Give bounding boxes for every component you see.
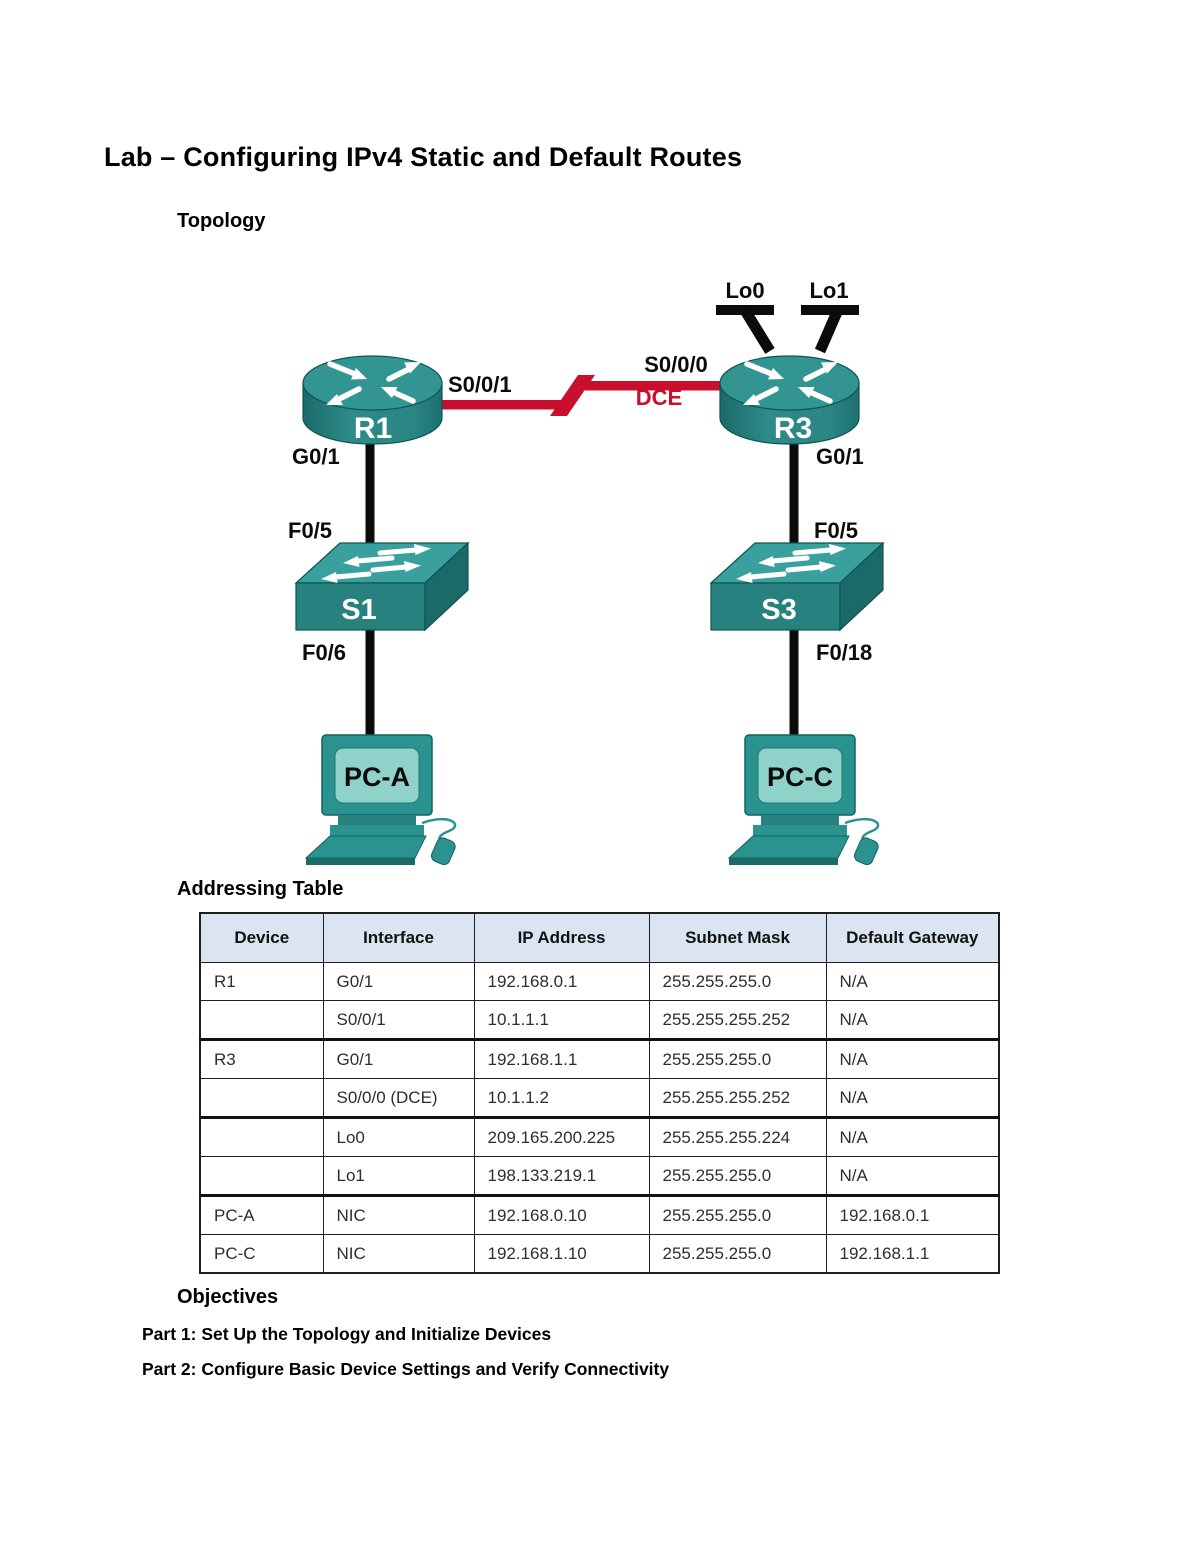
- cell-device: [199, 1078, 324, 1118]
- cell-interface: S0/0/0 (DCE): [322, 1078, 475, 1118]
- switch-icon-s3: S3: [709, 541, 885, 632]
- cell-mask: 255.255.255.0: [648, 1156, 827, 1196]
- label-dce: DCE: [636, 385, 682, 410]
- addressing-table: Device Interface IP Address Subnet Mask …: [199, 912, 1000, 1274]
- table-row: Lo1 198.133.219.1 255.255.255.0 N/A: [199, 1156, 1000, 1196]
- cell-gateway: N/A: [825, 1038, 1000, 1079]
- cell-mask: 255.255.255.252: [648, 1078, 827, 1118]
- cell-gateway: 192.168.0.1: [825, 1194, 1000, 1235]
- cell-gateway: N/A: [825, 1116, 1000, 1157]
- label-g01-right: G0/1: [816, 444, 864, 469]
- router-icon-r3: R3: [719, 355, 860, 445]
- cell-mask: 255.255.255.0: [648, 962, 827, 1001]
- label-lo0: Lo0: [725, 278, 764, 303]
- col-header-mask: Subnet Mask: [648, 912, 827, 963]
- cell-gateway: N/A: [825, 1078, 1000, 1118]
- cell-interface: G0/1: [322, 962, 475, 1001]
- heading-objectives: Objectives: [177, 1286, 279, 1308]
- cell-device: [199, 1000, 324, 1040]
- cell-mask: 255.255.255.0: [648, 1194, 827, 1235]
- label-f018: F0/18: [816, 640, 872, 665]
- cell-device: PC-A: [199, 1194, 324, 1235]
- label-serial-r1: S0/0/1: [448, 372, 512, 397]
- col-header-ip: IP Address: [473, 912, 650, 963]
- cell-ip: 10.1.1.1: [473, 1000, 650, 1040]
- objective-part-1: Part 1: Set Up the Topology and Initiali…: [142, 1324, 552, 1344]
- pc-icon-pca: PC-A: [304, 734, 457, 866]
- label-f06: F0/6: [302, 640, 346, 665]
- label-g01-left: G0/1: [292, 444, 340, 469]
- table-row: S0/0/0 (DCE) 10.1.1.2 255.255.255.252 N/…: [199, 1078, 1000, 1118]
- cell-mask: 255.255.255.0: [648, 1038, 827, 1079]
- cell-ip: 10.1.1.2: [473, 1078, 650, 1118]
- cell-device: PC-C: [199, 1234, 324, 1274]
- cell-gateway: 192.168.1.1: [825, 1234, 1000, 1274]
- topology-diagram: R1 R3 S1: [288, 278, 885, 866]
- cell-gateway: N/A: [825, 1000, 1000, 1040]
- router-icon-r1: R1: [302, 355, 443, 445]
- cell-ip: 192.168.0.10: [473, 1194, 650, 1235]
- cell-ip: 192.168.1.1: [473, 1038, 650, 1079]
- cell-mask: 255.255.255.224: [648, 1116, 827, 1157]
- cell-gateway: N/A: [825, 1156, 1000, 1196]
- page-title: Lab – Configuring IPv4 Static and Defaul…: [104, 142, 743, 172]
- label-f05-right: F0/5: [814, 518, 858, 543]
- cell-interface: Lo1: [322, 1156, 475, 1196]
- router-label-r3: R3: [774, 412, 812, 445]
- cell-ip: 192.168.0.1: [473, 962, 650, 1001]
- cell-interface: G0/1: [322, 1038, 475, 1079]
- label-serial-r3: S0/0/0: [644, 352, 708, 377]
- cell-device: [199, 1116, 324, 1157]
- table-row: R3 G0/1 192.168.1.1 255.255.255.0 N/A: [199, 1038, 1000, 1079]
- cell-mask: 255.255.255.252: [648, 1000, 827, 1040]
- table-row: Lo0 209.165.200.225 255.255.255.224 N/A: [199, 1116, 1000, 1157]
- table-row: R1 G0/1 192.168.0.1 255.255.255.0 N/A: [199, 962, 1000, 1001]
- cell-mask: 255.255.255.0: [648, 1234, 827, 1274]
- col-header-gateway: Default Gateway: [825, 912, 1000, 963]
- cell-interface: S0/0/1: [322, 1000, 475, 1040]
- pc-label-pca: PC-A: [344, 762, 410, 792]
- cell-device: R3: [199, 1038, 324, 1079]
- pc-icon-pcc: PC-C: [727, 734, 880, 866]
- cell-interface: NIC: [322, 1234, 475, 1274]
- heading-addressing-table: Addressing Table: [177, 878, 344, 900]
- router-label-r1: R1: [354, 412, 392, 445]
- label-lo1: Lo1: [809, 278, 848, 303]
- cell-ip: 209.165.200.225: [473, 1116, 650, 1157]
- cell-device: R1: [199, 962, 324, 1001]
- pc-label-pcc: PC-C: [767, 762, 833, 792]
- cell-interface: NIC: [322, 1194, 475, 1235]
- label-f05-left: F0/5: [288, 518, 332, 543]
- table-header-row: Device Interface IP Address Subnet Mask …: [199, 912, 1000, 963]
- switch-icon-s1: S1: [294, 541, 470, 632]
- loopback1-connector: [801, 305, 859, 354]
- loopback0-connector: [716, 305, 775, 354]
- cell-interface: Lo0: [322, 1116, 475, 1157]
- switch-label-s1: S1: [341, 594, 376, 626]
- col-header-device: Device: [199, 912, 324, 963]
- table-row: S0/0/1 10.1.1.1 255.255.255.252 N/A: [199, 1000, 1000, 1040]
- table-row: PC-C NIC 192.168.1.10 255.255.255.0 192.…: [199, 1234, 1000, 1274]
- cell-gateway: N/A: [825, 962, 1000, 1001]
- cell-device: [199, 1156, 324, 1196]
- cell-ip: 198.133.219.1: [473, 1156, 650, 1196]
- col-header-interface: Interface: [322, 912, 475, 963]
- objective-part-2: Part 2: Configure Basic Device Settings …: [142, 1359, 670, 1379]
- cell-ip: 192.168.1.10: [473, 1234, 650, 1274]
- serial-cable-r1-r3: [438, 375, 723, 416]
- heading-topology: Topology: [177, 210, 266, 232]
- switch-label-s3: S3: [761, 594, 796, 626]
- table-row: PC-A NIC 192.168.0.10 255.255.255.0 192.…: [199, 1194, 1000, 1235]
